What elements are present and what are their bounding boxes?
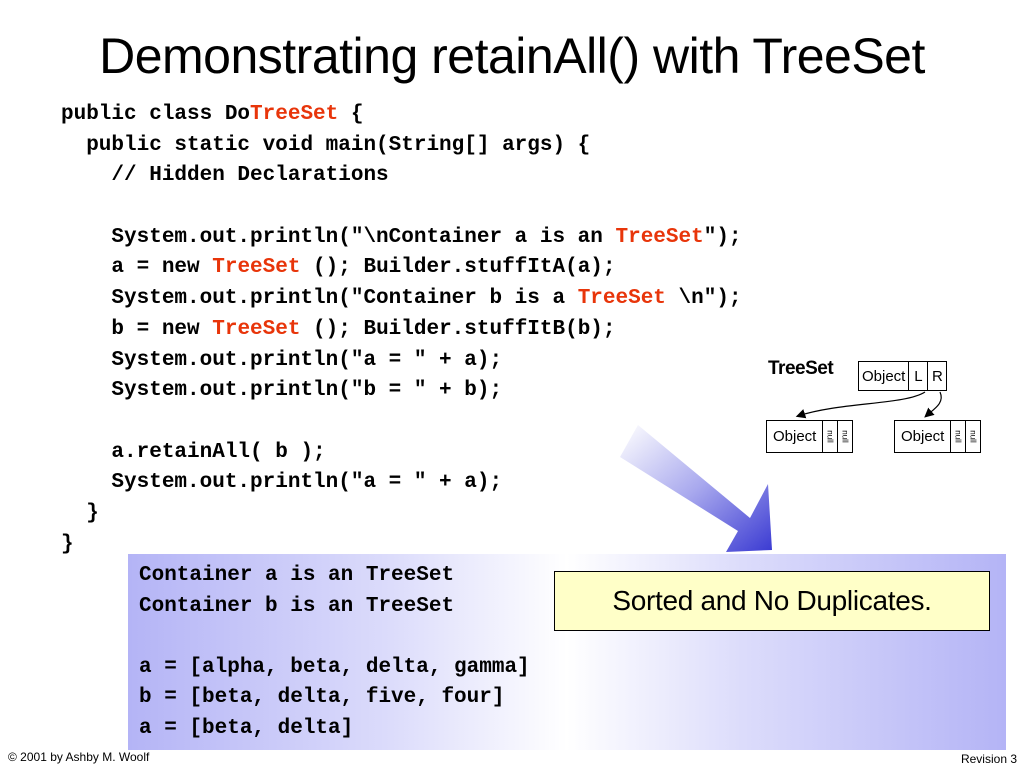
code-text: System.out.println("Container b is a xyxy=(61,287,578,311)
code-text: // Hidden Declarations xyxy=(61,164,389,188)
code-line: a = new TreeSet (); Builder.stuffItA(a); xyxy=(61,253,742,284)
root-right-cell: R xyxy=(931,367,943,385)
code-line: b = new TreeSet (); Builder.stuffItB(b); xyxy=(61,315,742,346)
right-null-cell-2: null xyxy=(968,430,978,443)
code-text: "); xyxy=(703,225,742,249)
code-keyword: TreeSet xyxy=(250,103,339,126)
code-text: b = new xyxy=(61,317,213,341)
code-line: // Hidden Declarations xyxy=(61,161,742,192)
code-keyword: TreeSet xyxy=(577,287,666,311)
output-line: a = [beta, delta] xyxy=(139,716,354,740)
code-keyword: TreeSet xyxy=(212,317,301,341)
code-text: (); Builder.stuffItB(b); xyxy=(300,317,616,341)
right-pointer-arrow xyxy=(924,391,942,418)
root-object-cell: Object xyxy=(859,362,910,390)
code-line: } xyxy=(61,530,742,561)
code-text: \n"); xyxy=(665,287,742,311)
code-text: { xyxy=(338,103,364,126)
code-keyword: TreeSet xyxy=(615,225,704,249)
left-null-cell-1: null xyxy=(823,421,839,452)
code-text: public static void main(String[] args) { xyxy=(61,133,591,157)
output-line: b = [beta, delta, five, four] xyxy=(139,686,505,710)
code-text: } xyxy=(61,501,99,525)
footer-revision: Revision 3 xyxy=(960,752,1017,766)
code-line: System.out.println("b = " + b); xyxy=(61,376,742,407)
code-keyword: TreeSet xyxy=(212,256,301,280)
code-line: System.out.println("a = " + a); xyxy=(61,346,742,377)
root-node: Object L R xyxy=(858,361,948,391)
right-child-node: Object null null xyxy=(894,420,982,453)
right-null-cell-1: null xyxy=(951,421,967,452)
code-text: } xyxy=(61,532,74,556)
code-text: a = new xyxy=(61,256,213,280)
code-text: System.out.println("a = " + a); xyxy=(61,471,503,495)
slide-title: Demonstrating retainAll() with TreeSet xyxy=(99,28,925,84)
left-null-cell-2: null xyxy=(840,430,850,443)
code-text: System.out.println("a = " + a); xyxy=(61,348,503,372)
big-arrow-icon xyxy=(620,425,772,552)
output-line: Container b is an TreeSet xyxy=(139,594,455,618)
code-line: } xyxy=(61,499,742,530)
code-text: public class Do xyxy=(61,103,251,126)
right-object-cell: Object xyxy=(895,421,952,452)
code-text: System.out.println("\nContainer a is an xyxy=(61,225,616,249)
left-object-cell: Object xyxy=(767,421,824,452)
output-line xyxy=(139,622,530,653)
code-line: public class DoTreeSet { xyxy=(61,100,742,131)
treeset-label: TreeSet xyxy=(768,358,834,379)
output-line: Container a is an TreeSet xyxy=(139,564,455,587)
code-line: a.retainAll( b ); xyxy=(61,438,742,469)
callout-box: Sorted and No Duplicates. xyxy=(554,571,990,631)
code-line: public static void main(String[] args) { xyxy=(61,131,742,162)
code-text: (); Builder.stuffItA(a); xyxy=(300,256,616,280)
root-left-cell: L xyxy=(909,362,929,390)
left-pointer-arrow xyxy=(795,391,926,419)
code-text: System.out.println("b = " + b); xyxy=(61,379,503,403)
left-child-node: Object null null xyxy=(766,420,854,453)
footer-copyright: © 2001 by Ashby M. Woolf xyxy=(8,750,150,764)
code-line: System.out.println("\nContainer a is an … xyxy=(61,223,742,254)
code-line: System.out.println("a = " + a); xyxy=(61,468,742,499)
code-line: System.out.println("Container b is a Tre… xyxy=(61,284,742,315)
output-line: a = [alpha, beta, delta, gamma] xyxy=(139,655,530,679)
code-block: public class DoTreeSet { public static v… xyxy=(61,100,742,560)
code-text: a.retainAll( b ); xyxy=(61,440,326,464)
